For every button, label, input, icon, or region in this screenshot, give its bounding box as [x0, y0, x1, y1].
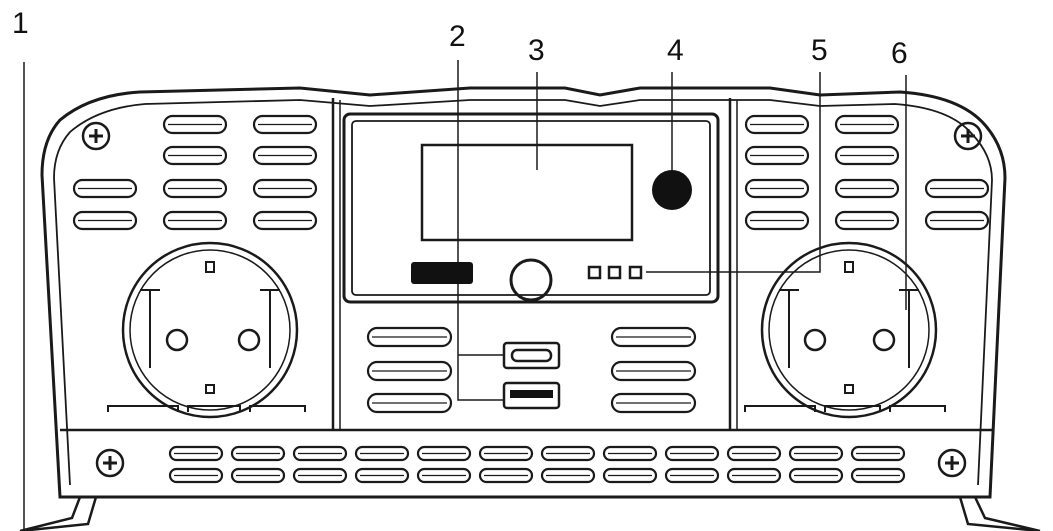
screws — [81, 121, 983, 478]
vent-slot — [850, 445, 906, 462]
vent-slot — [610, 360, 697, 382]
control-panel-inner — [351, 120, 711, 296]
vent-slot — [230, 445, 286, 462]
vent-slot — [788, 467, 844, 484]
vent-slot — [416, 445, 472, 462]
screw-icon — [953, 121, 983, 151]
vent-slot — [292, 445, 348, 462]
socket-pin-hole — [803, 328, 827, 352]
socket-pin-hole — [165, 328, 189, 352]
left-foot — [19, 495, 98, 531]
screw-icon — [95, 448, 125, 478]
vent-slot — [354, 467, 410, 484]
vent-slot — [540, 467, 596, 484]
right-foot — [958, 495, 1041, 531]
socket-pin-hole — [872, 328, 896, 352]
vent-slot — [602, 467, 658, 484]
vent-slot — [292, 467, 348, 484]
socket-icon — [121, 241, 299, 419]
leader-lines — [23, 60, 907, 531]
vent-slot — [162, 210, 228, 231]
vent-slot — [744, 145, 810, 166]
callout-6: 6 — [891, 37, 908, 70]
vent-slot — [744, 210, 810, 231]
vent-slot — [162, 178, 228, 199]
vent-slot — [162, 145, 228, 166]
callout-5: 5 — [811, 34, 828, 67]
vent-slot — [664, 467, 720, 484]
vent-slots — [72, 114, 990, 484]
led-indicator-icon — [607, 265, 622, 280]
vent-slot — [168, 467, 224, 484]
callout-4: 4 — [667, 34, 684, 67]
socket-icon — [760, 241, 938, 419]
vent-slot — [664, 445, 720, 462]
callout-3: 3 — [528, 34, 545, 67]
lcd-display — [420, 143, 634, 242]
vent-slot — [416, 467, 472, 484]
vent-slot — [354, 445, 410, 462]
callout-2: 2 — [449, 20, 466, 53]
vent-slot — [252, 114, 318, 135]
vent-slot — [252, 178, 318, 199]
vent-slot — [230, 467, 286, 484]
vent-slot — [834, 145, 900, 166]
socket-left — [107, 241, 306, 419]
screw-icon — [937, 448, 967, 478]
led-indicator-icon — [587, 265, 602, 280]
vent-slot — [788, 445, 844, 462]
vent-slot — [610, 326, 697, 348]
vent-slot — [924, 178, 990, 199]
socket-pin-hole — [237, 328, 261, 352]
vent-slot — [850, 467, 906, 484]
vent-slot — [834, 210, 900, 231]
vent-slot — [366, 360, 453, 382]
vent-slot — [168, 445, 224, 462]
control-panel-bezel — [342, 112, 720, 304]
usb-ports — [502, 341, 561, 410]
vent-slot — [366, 326, 453, 348]
vent-slot — [834, 178, 900, 199]
leader-5 — [646, 72, 821, 273]
vent-slot — [478, 467, 534, 484]
vent-slot — [744, 178, 810, 199]
vent-slot — [610, 392, 697, 414]
vent-slot — [366, 392, 453, 414]
control-panel — [342, 112, 720, 304]
power-knob-icon[interactable] — [652, 170, 692, 210]
power-button-icon[interactable] — [509, 258, 553, 302]
vent-slot — [726, 467, 782, 484]
housing — [19, 86, 1041, 531]
callout-1: 1 — [12, 7, 29, 40]
led-indicator-icon — [628, 265, 643, 280]
screw-icon — [81, 121, 111, 151]
remote-port[interactable] — [411, 262, 473, 284]
vent-slot — [72, 210, 138, 231]
vent-slot — [478, 445, 534, 462]
vent-slot — [744, 114, 810, 135]
vent-slot — [252, 145, 318, 166]
vent-slot — [726, 445, 782, 462]
vent-slot — [540, 445, 596, 462]
vent-slot — [602, 445, 658, 462]
usb-a-port-icon[interactable] — [502, 381, 561, 410]
vent-slot — [252, 210, 318, 231]
housing-outline — [40, 86, 1007, 499]
vent-slot — [162, 114, 228, 135]
vent-slot — [72, 178, 138, 199]
vent-slot — [834, 114, 900, 135]
leader-2 — [457, 60, 504, 401]
usb-c-port-icon[interactable] — [502, 341, 561, 370]
housing-inner-outline — [53, 99, 993, 486]
vent-slot — [924, 210, 990, 231]
socket-right — [744, 241, 946, 419]
